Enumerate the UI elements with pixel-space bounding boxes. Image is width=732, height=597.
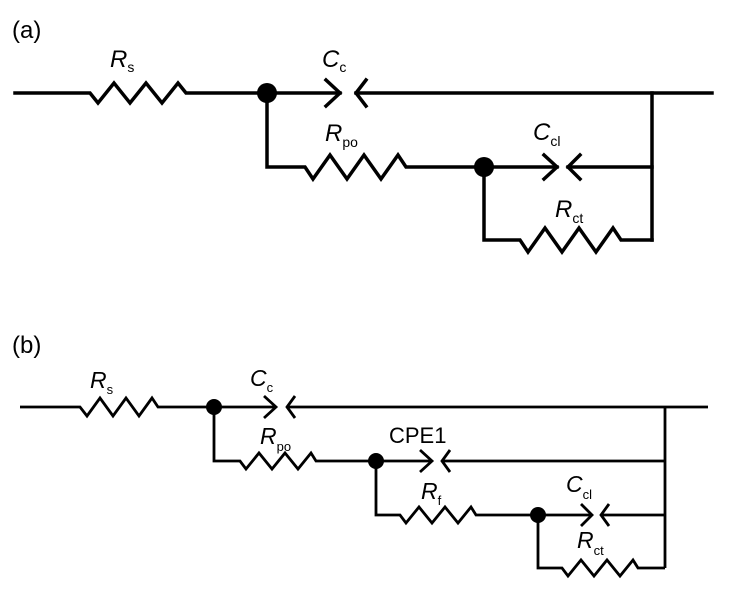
panel-b-cpe1-element	[419, 448, 452, 474]
panel-a-rct-branch	[482, 165, 654, 256]
panel-a-cc-capacitor	[323, 77, 369, 109]
panel-b: (b) Rs Cc Rpo CPE1 Rf Ccl Rct	[12, 332, 708, 579]
panel-a-ccl-capacitor	[541, 152, 583, 182]
panel-b-top-wire	[20, 395, 708, 419]
panel-b-rct-branch	[536, 515, 665, 579]
panel-b-label-rf: Rf	[421, 478, 442, 508]
panel-a: (a) Rs Cc Rpo Ccl Rct	[12, 17, 714, 256]
panel-b-ccl-capacitor	[580, 503, 611, 527]
panel-b-rf-branch	[374, 461, 538, 526]
panel-b-label-rct: Rct	[577, 527, 604, 558]
panel-b-label-cc: Cc	[250, 365, 274, 395]
panel-a-rpo-branch	[265, 91, 486, 183]
panel-a-label-ccl: Ccl	[533, 119, 560, 149]
panel-b-label-rs: Rs	[90, 367, 114, 397]
panel-b-label-rpo: Rpo	[260, 423, 291, 454]
panel-a-label-rct: Rct	[555, 196, 583, 226]
panel-a-label-rpo: Rpo	[325, 120, 358, 150]
panel-b-rpo-branch	[212, 407, 376, 472]
panel-a-tag: (a)	[12, 17, 41, 44]
panel-b-label-ccl: Ccl	[566, 471, 592, 502]
panel-a-label-rs: Rs	[110, 46, 134, 75]
panel-a-label-cc: Cc	[322, 46, 346, 75]
panel-b-cc-capacitor	[263, 394, 297, 420]
panel-b-tag: (b)	[12, 332, 41, 359]
panel-b-label-cpe1: CPE1	[389, 423, 446, 448]
